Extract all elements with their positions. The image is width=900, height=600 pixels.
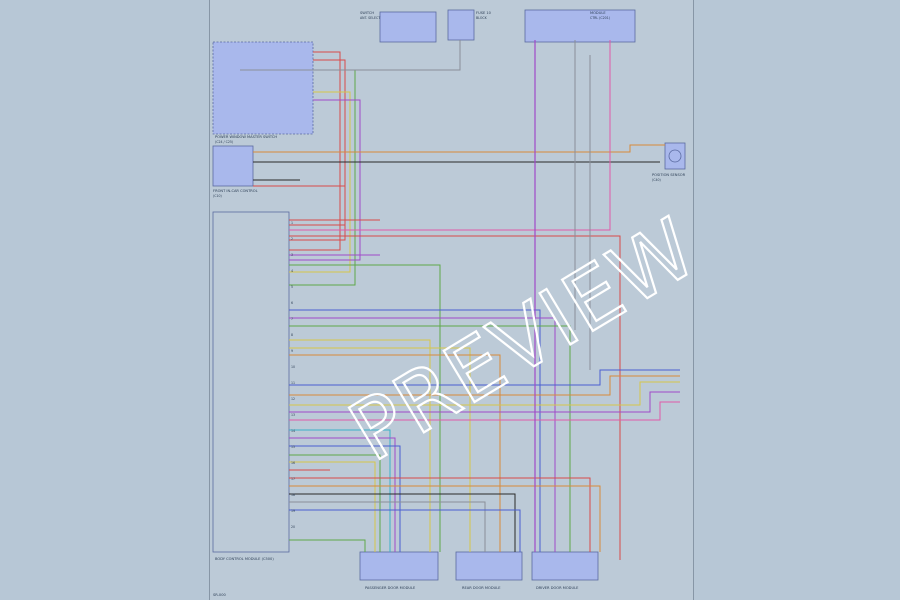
- bottom-module-1: PASSENGER DOOR MODULE: [359, 551, 439, 590]
- bottom-module-3: DRIVER DOOR MODULE: [531, 551, 599, 590]
- main-module: BODY CONTROL MODULE (C500): [212, 211, 290, 561]
- wire-yellow-1: [289, 91, 351, 273]
- pin-label: 2: [291, 237, 293, 241]
- pin-label: 17: [291, 477, 295, 481]
- wire-red-1: [289, 51, 341, 251]
- top-component-switch: SWITCH ANT. SELECT: [360, 11, 437, 43]
- bottom-module-2-label: REAR DOOR MODULE: [462, 586, 501, 590]
- wire-pink-1: [289, 40, 611, 231]
- main-module-label: BODY CONTROL MODULE (C500): [215, 557, 274, 561]
- pin-label: 12: [291, 397, 295, 401]
- wire-blue-1: [289, 309, 541, 552]
- pin-label: 5: [291, 285, 293, 289]
- mid-module-label: FRONT IN-CAR CONTROL: [213, 189, 258, 193]
- pin-label: 14: [291, 429, 295, 433]
- module-sub: CTRL (C201): [590, 16, 610, 20]
- pin-label: 9: [291, 349, 293, 353]
- pin-label: 11: [291, 381, 295, 385]
- wire-orange-4: [289, 485, 601, 552]
- wire-violet-3: [289, 317, 556, 552]
- wire-gray-2: [289, 501, 486, 552]
- wire-cyan-1: [289, 429, 391, 552]
- wire-orange-3: [289, 375, 680, 396]
- fuse-label: FUSE 10: [476, 11, 492, 15]
- pin-label: 7: [291, 317, 293, 321]
- mid-module: FRONT IN-CAR CONTROL (C10): [212, 145, 258, 198]
- pin-label: 18: [291, 493, 295, 497]
- wire-green-4: [289, 454, 381, 552]
- wire-red-7: [289, 477, 591, 552]
- wire-red-5: [289, 235, 621, 560]
- wire-violet-5: [289, 437, 396, 552]
- switch-label: SWITCH: [360, 11, 374, 15]
- pin-label: 10: [291, 365, 295, 369]
- pin-label: 13: [291, 413, 295, 417]
- wire-green-2: [289, 264, 441, 552]
- bottom-module-2: REAR DOOR MODULE: [455, 551, 523, 590]
- wire-red-3: [253, 185, 346, 241]
- wire-black-3: [289, 493, 516, 552]
- wire-yellow-4: [289, 381, 680, 406]
- wire-yellow-3: [289, 347, 471, 552]
- pin-label: 19: [291, 509, 295, 513]
- right-component: POSITION SENSOR (C40): [652, 142, 686, 182]
- right-component-label: POSITION SENSOR: [652, 173, 686, 177]
- wire-orange-1: [253, 144, 665, 153]
- wire-green-3: [289, 325, 571, 552]
- wire-group: [240, 40, 680, 560]
- wire-green-5: [289, 539, 366, 552]
- top-component-module: MODULE CTRL (C201): [524, 9, 636, 43]
- wire-yellow-2: [289, 339, 431, 552]
- wire-blue-2: [289, 369, 680, 386]
- pin-label: 1: [291, 221, 293, 225]
- bottom-module-3-label: DRIVER DOOR MODULE: [536, 586, 579, 590]
- pin-label: 16: [291, 461, 295, 465]
- right-component-sub: (C40): [652, 178, 661, 182]
- left-module-sub: (C24 / C25): [215, 140, 233, 144]
- pin-label: 4: [291, 269, 293, 273]
- module-label: MODULE: [590, 11, 606, 15]
- pin-label: 20: [291, 525, 295, 529]
- pin-label: 15: [291, 445, 295, 449]
- bottom-module-1-label: PASSENGER DOOR MODULE: [365, 586, 416, 590]
- left-module: POWER WINDOW MASTER SWITCH (C24 / C25): [212, 41, 314, 144]
- wire-yellow-5: [289, 461, 376, 552]
- sheet-footer: SR-000: [213, 593, 227, 597]
- switch-sub: ANT. SELECT: [360, 16, 380, 20]
- wire-gray-1: [240, 40, 461, 71]
- mid-module-sub: (C10): [213, 194, 222, 198]
- top-component-fuse: FUSE 10 BLOCK: [447, 9, 492, 41]
- wire-pink-2: [289, 401, 680, 421]
- pin-label: 8: [291, 333, 293, 337]
- wire-blue-4: [289, 509, 521, 552]
- fuse-sub: BLOCK: [476, 16, 488, 20]
- wire-red-2: [289, 59, 346, 226]
- wire-blue-3: [289, 445, 401, 552]
- pin-label: 6: [291, 301, 293, 305]
- wire-violet-4: [289, 391, 680, 413]
- wire-violet-1: [289, 99, 361, 261]
- left-module-label: POWER WINDOW MASTER SWITCH: [215, 135, 277, 139]
- pin-label: 3: [291, 253, 293, 257]
